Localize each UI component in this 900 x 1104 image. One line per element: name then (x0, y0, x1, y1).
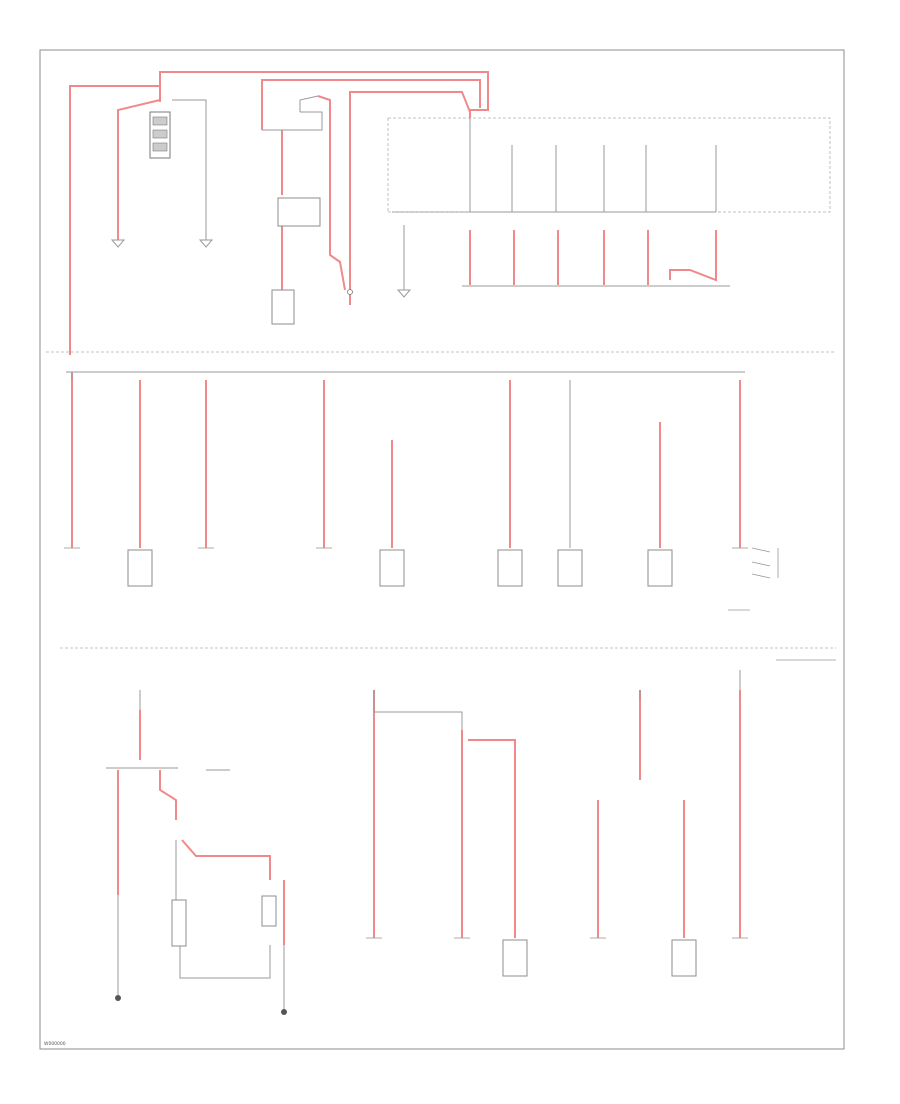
section-separator-1 (46, 351, 836, 649)
bottom-red-wires (117, 690, 741, 945)
starter-terminal (347, 289, 353, 295)
top-fuse-bus (469, 118, 717, 213)
fusible-link-box (277, 197, 321, 227)
bottom-grounds (115, 995, 287, 1015)
underhood-fuse-block-frame (387, 117, 831, 213)
ground-symbols-top (110, 239, 412, 298)
top-fuse-drops (469, 230, 717, 285)
generator-box (271, 289, 295, 325)
middle-gray-wires (71, 372, 571, 548)
ignition-switch-graphic (751, 547, 779, 579)
middle-load-boxes (127, 549, 673, 587)
top-feed-wires (69, 71, 489, 355)
battery (149, 111, 171, 159)
bottom-load-boxes (171, 895, 697, 977)
bottom-gray-wires (106, 670, 741, 1010)
top-gray-wires (172, 95, 470, 290)
diagram-footer-code: W000000 (44, 1041, 66, 1047)
middle-circuit-wires (71, 372, 741, 548)
right-side-markers (728, 609, 836, 661)
diagram-frame (39, 49, 845, 1050)
